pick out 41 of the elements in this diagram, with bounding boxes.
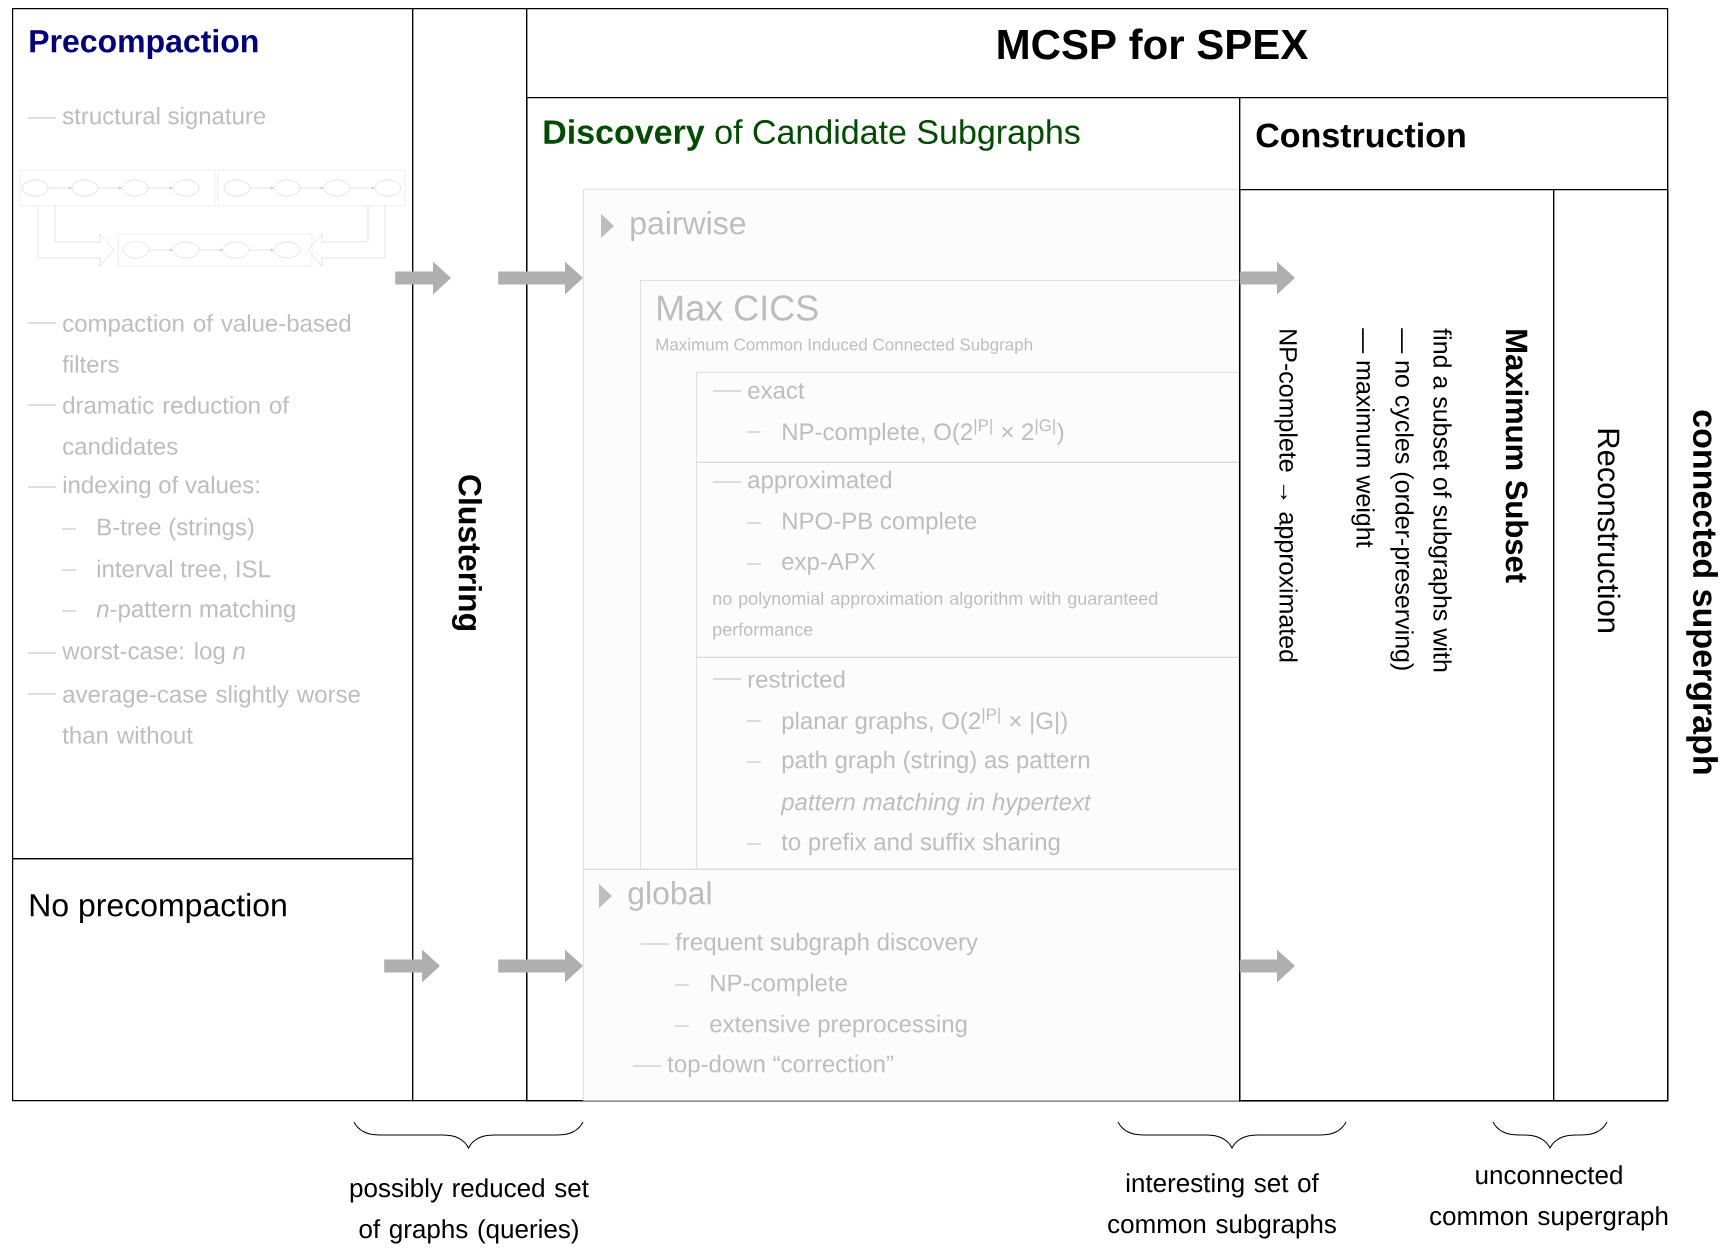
bullet-item: NP-complete, O(2$^{|P|}$ × 2$^{|G|}$) <box>746 418 1064 446</box>
bullet-item: B-tree (strings) <box>61 517 254 541</box>
title: MCSP for SPEX <box>998 28 1308 60</box>
rotated-text: Clustering <box>452 475 482 630</box>
text-line: Discovery of Candidate Subgraphs <box>544 119 1080 151</box>
section-heading: global <box>599 881 711 911</box>
rotated-text: Reconstruction <box>1597 429 1621 632</box>
bullet-item: indexing of values: <box>27 475 259 499</box>
caption: interesting set of common subgraphs <box>1108 1173 1336 1239</box>
caption: unconnected common supergraph <box>1430 1165 1668 1231</box>
rotated-text: NP-complete → approximated <box>1274 330 1298 662</box>
text-line: Max CICS <box>658 295 818 321</box>
bullet-item: restricted <box>712 670 845 688</box>
bullet-item: average-case slightly worse than without <box>27 685 360 744</box>
bullet-item: NP-complete <box>674 973 847 997</box>
bullet-item: exp-APX <box>746 553 876 575</box>
rotated-text: Maximum Subset <box>1505 330 1529 583</box>
bullet-item: exact <box>712 383 805 399</box>
bullet-item: extensive preprocessing <box>674 1014 967 1038</box>
text-line: Maximum Common Induced Connected Subgraph <box>656 338 1032 354</box>
bullet-item: planar graphs, O(2$^{|P|}$ × |G|) <box>746 707 1067 735</box>
bullet-item: n-pattern matching <box>61 599 295 623</box>
text-line: No precompaction <box>30 893 286 923</box>
bullet-item: structural signature <box>27 106 266 130</box>
bullet-item: path graph (string) as pattern <box>746 750 1090 774</box>
bullet-item: NPO-PB complete <box>746 511 977 535</box>
section-heading: pairwise <box>601 211 746 241</box>
bullet-item: approximated <box>712 470 892 494</box>
bullet-item: worst-case: log n <box>27 641 245 665</box>
rotated-text: — no cycles (order-preserving) <box>1390 328 1414 670</box>
text-line: no polynomial approximation algorithm with guaranteed performance <box>713 591 1158 640</box>
caption: possibly reduced set of graphs (queries) <box>350 1178 589 1244</box>
bullet-item: interval tree, ISL <box>61 559 271 581</box>
heading: Precompaction <box>30 29 258 59</box>
text-line: Construction <box>1256 122 1465 148</box>
bullet-item: top-down “correction” <box>632 1054 893 1078</box>
bullet-item: to prefix and suffix sharing <box>746 832 1060 856</box>
rotated-text: — maximum weight <box>1351 328 1375 548</box>
rotated-text: find a subset of subgraphs with <box>1428 328 1452 672</box>
text-line: pattern matching in hypertext <box>780 792 1092 816</box>
bullet-item: frequent subgraph discovery <box>640 932 978 956</box>
